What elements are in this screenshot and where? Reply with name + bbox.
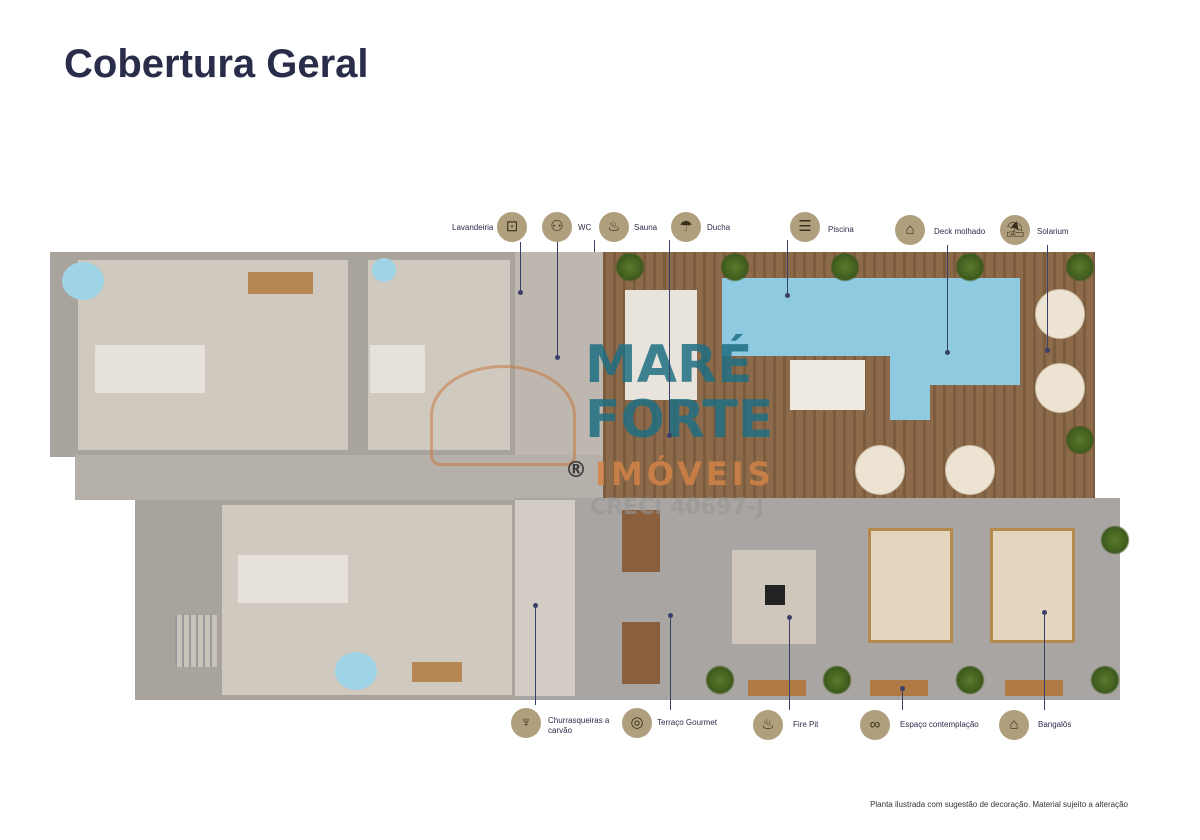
- gourmet-table: [622, 622, 660, 684]
- fire-pit: [765, 585, 785, 605]
- jacuzzi: [62, 262, 104, 300]
- callout-label: Sauna: [634, 223, 658, 232]
- palm: [1065, 425, 1095, 455]
- bench: [870, 680, 928, 696]
- palm: [955, 252, 985, 282]
- grill-icon: ♆: [511, 708, 541, 738]
- palm: [720, 252, 750, 282]
- bed: [370, 345, 425, 393]
- umbrella: [945, 445, 995, 495]
- plate-icon: ◎: [622, 708, 652, 738]
- jacuzzi: [335, 652, 377, 690]
- bangalo: [868, 528, 953, 643]
- pool-loungers: [790, 360, 865, 410]
- palm: [1100, 525, 1130, 555]
- pool: [890, 380, 930, 420]
- bbq-counter: [515, 500, 575, 696]
- umbrella: [855, 445, 905, 495]
- pool: [722, 278, 1020, 356]
- footnote: Planta ilustrada com sugestão de decoraç…: [870, 800, 1128, 809]
- sauna-icon: ♨: [599, 212, 629, 242]
- bangalo: [990, 528, 1075, 643]
- pool-ladder-icon: ☰: [790, 212, 820, 242]
- deck-loungers: [625, 290, 697, 400]
- binoculars-icon: ∞: [860, 710, 890, 740]
- bed: [238, 555, 348, 603]
- callout-label: Deck molhado: [934, 227, 986, 236]
- beach-umbrella-icon: ⛱: [1000, 215, 1030, 245]
- dining-table: [248, 272, 313, 294]
- callout-label: Ducha: [707, 223, 731, 232]
- house-logo-icon: [430, 365, 576, 466]
- callout-label: Fire Pit: [793, 720, 819, 729]
- stairs: [175, 615, 217, 667]
- callout-label: WC: [578, 223, 592, 232]
- restroom-icon: ⚇: [542, 212, 572, 242]
- callout-label: Bangalôs: [1038, 720, 1072, 729]
- palm: [615, 252, 645, 282]
- dining-table: [412, 662, 462, 682]
- washing-machine-icon: ⊡: [497, 212, 527, 242]
- bed: [95, 345, 205, 393]
- callout-label: Lavandeiria: [452, 223, 494, 232]
- gourmet-table: [622, 510, 660, 572]
- palm: [1090, 665, 1120, 695]
- palm: [955, 665, 985, 695]
- palm: [822, 665, 852, 695]
- callout-label: Terraço Gourmet: [657, 718, 718, 727]
- fire-pit-icon: ♨: [753, 710, 783, 740]
- palm: [1065, 252, 1095, 282]
- umbrella: [1035, 363, 1085, 413]
- shower-icon: ☂: [671, 212, 701, 242]
- palm: [705, 665, 735, 695]
- pool: [890, 350, 1020, 385]
- bench: [1005, 680, 1063, 696]
- umbrella: [1035, 289, 1085, 339]
- callout-label: Solarium: [1037, 227, 1069, 236]
- jacuzzi: [372, 258, 396, 282]
- callout-label: Piscina: [828, 225, 854, 234]
- page-title: Cobertura Geral: [64, 42, 369, 86]
- palm: [830, 252, 860, 282]
- bench: [748, 680, 806, 696]
- gazebo-icon: ⌂: [999, 710, 1029, 740]
- callout-label: Espaço contemplação: [900, 720, 979, 729]
- lounger-icon: ⌂: [895, 215, 925, 245]
- callout-label: Churrasqueiras a carvão: [548, 716, 610, 735]
